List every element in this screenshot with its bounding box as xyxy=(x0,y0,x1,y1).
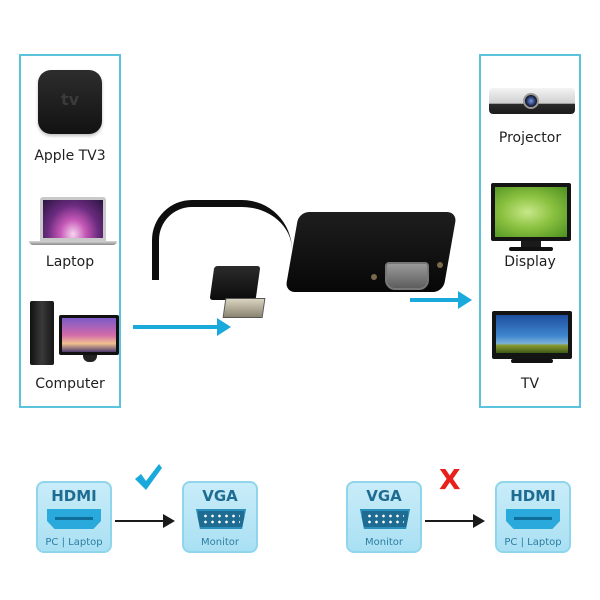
adapter-housing xyxy=(284,212,458,292)
source-devices-panel: tv Apple TV3 Laptop Computer xyxy=(19,54,121,408)
device-label-tv: TV xyxy=(520,376,540,392)
screw-left xyxy=(371,274,377,280)
check-icon xyxy=(135,464,162,490)
device-label-apple-tv: Apple TV3 xyxy=(34,148,106,164)
hdmi-connector-tip xyxy=(222,298,266,318)
direction-arrow-icon xyxy=(115,514,175,528)
output-devices-panel: Projector Display TV xyxy=(479,54,581,408)
vga-port-icon xyxy=(360,509,410,529)
apple-tv-logo: tv xyxy=(60,90,80,109)
vga-source-badge: VGA Monitor xyxy=(346,481,422,553)
vga-port xyxy=(385,262,429,290)
device-label-laptop: Laptop xyxy=(45,254,95,270)
badge-subtitle: PC | Laptop xyxy=(45,537,103,548)
hdmi-plug xyxy=(209,266,261,300)
hdmi-port-icon xyxy=(47,509,101,529)
device-label-projector: Projector xyxy=(498,130,562,146)
device-label-computer: Computer xyxy=(35,376,105,392)
badge-subtitle: Monitor xyxy=(364,537,403,548)
badge-title: VGA xyxy=(366,487,402,505)
badge-title: HDMI xyxy=(51,487,97,505)
projector-icon xyxy=(489,88,575,114)
vga-target-badge: VGA Monitor xyxy=(182,481,258,553)
cross-icon: X xyxy=(439,463,461,496)
device-label-display: Display xyxy=(504,254,556,270)
badge-subtitle: Monitor xyxy=(200,537,239,548)
hdmi-source-badge: HDMI PC | Laptop xyxy=(36,481,112,553)
badge-title: HDMI xyxy=(510,487,556,505)
direction-arrow-icon xyxy=(425,514,485,528)
adapter-cable xyxy=(152,200,292,280)
badge-subtitle: PC | Laptop xyxy=(504,537,562,548)
input-flow-arrow-icon xyxy=(133,318,231,336)
hdmi-port-icon xyxy=(506,509,560,529)
vga-port-icon xyxy=(196,509,246,529)
apple-tv-icon: tv xyxy=(38,70,102,134)
output-flow-arrow-icon xyxy=(410,291,472,309)
badge-title: VGA xyxy=(202,487,238,505)
screw-right xyxy=(437,262,443,268)
hdmi-target-badge: HDMI PC | Laptop xyxy=(495,481,571,553)
